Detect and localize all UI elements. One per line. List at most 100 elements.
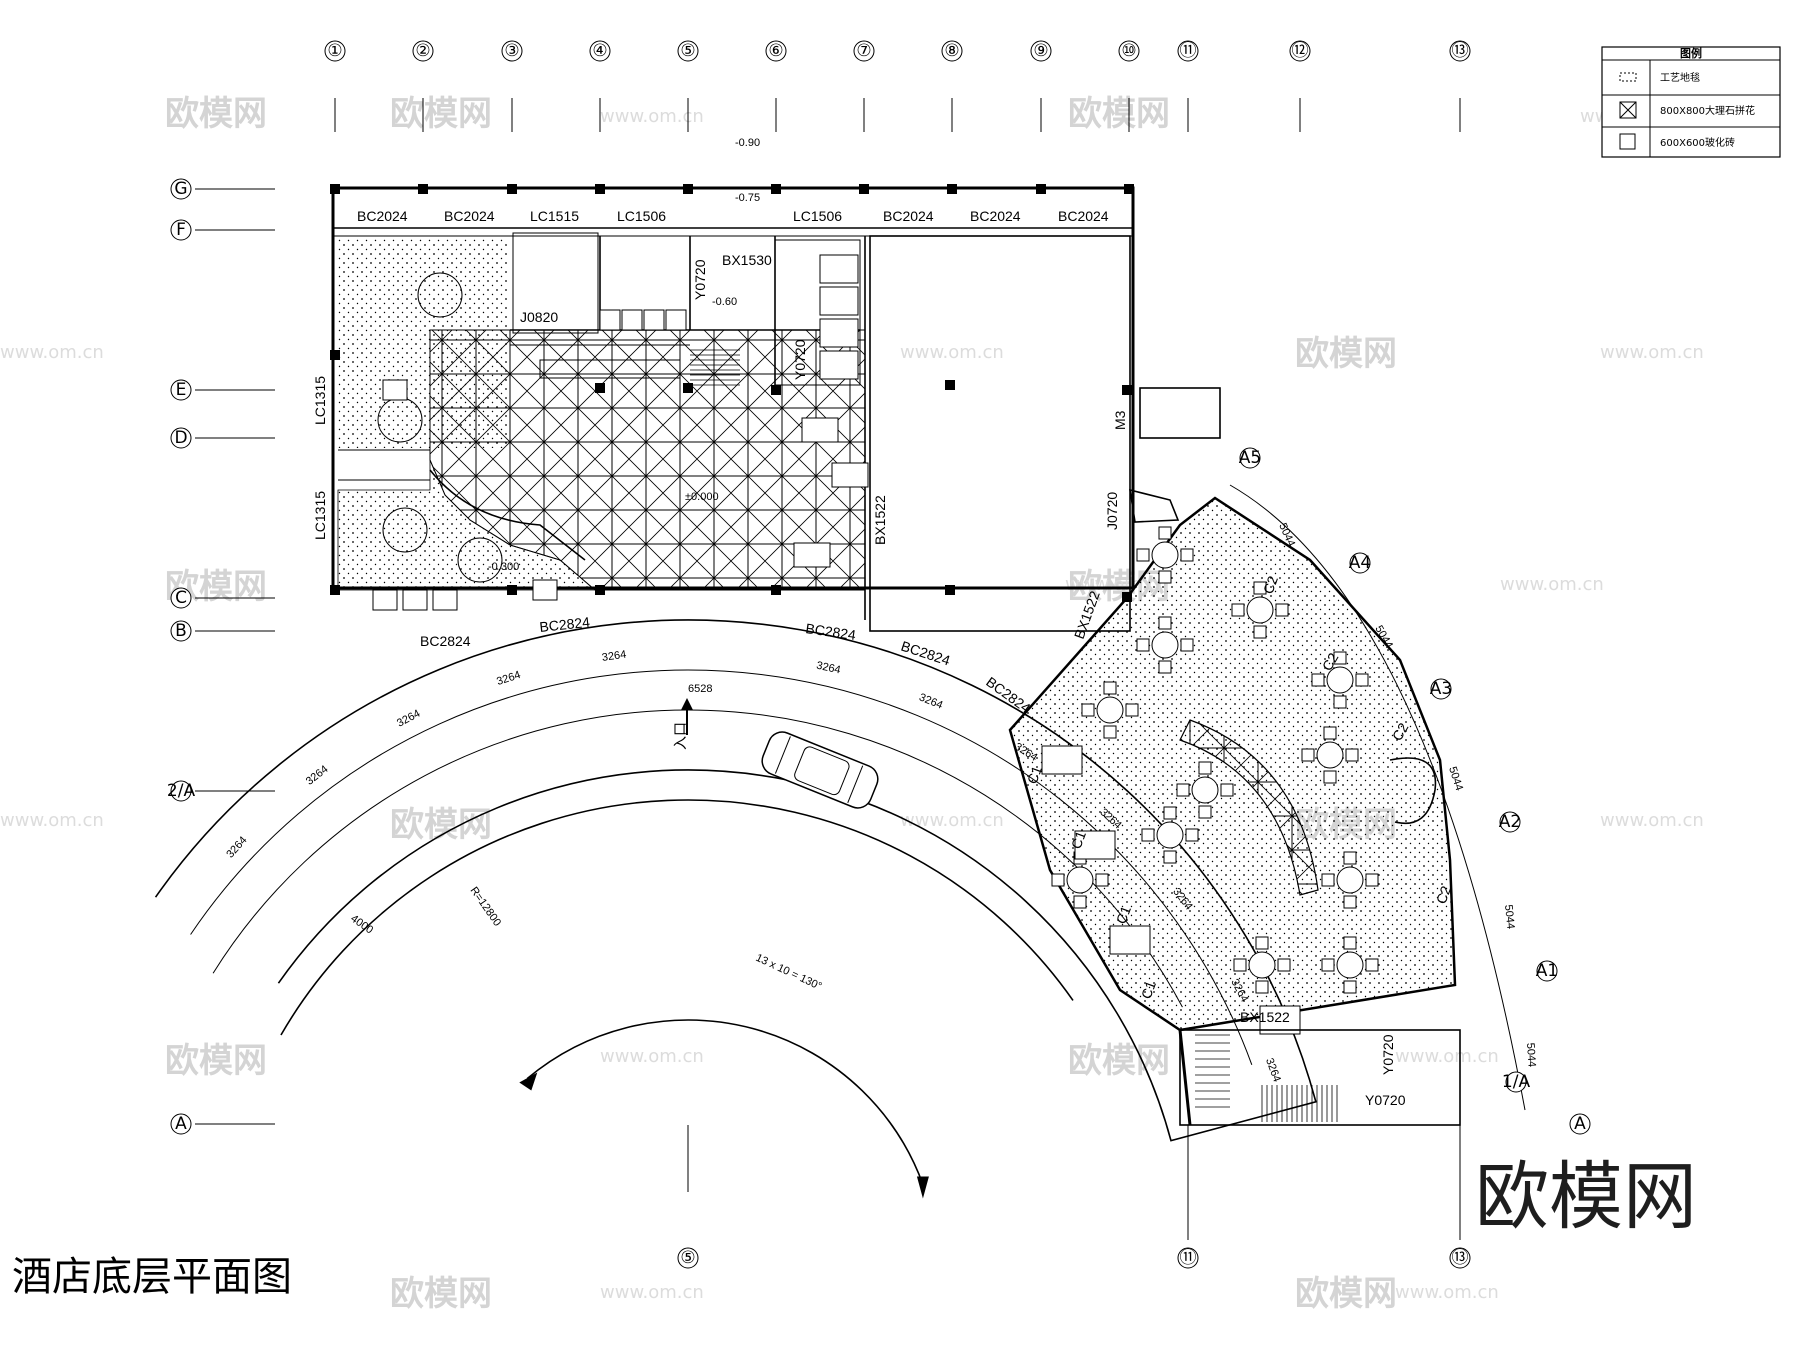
watermark-url: www.om.cn (600, 106, 704, 127)
window-label: LC1506 (793, 208, 842, 224)
grid-label-column: ⑦ (856, 41, 871, 61)
grid-label-column: ⑥ (768, 41, 783, 61)
chair-icon (1163, 806, 1177, 820)
watermark-brand: 欧模网 (1068, 1041, 1170, 1081)
chair-icon (372, 589, 398, 611)
column-block (330, 184, 340, 194)
entrance-label: 入口 (672, 722, 688, 750)
column-block (945, 585, 955, 595)
round-table-icon (1336, 866, 1364, 894)
grid-label-column: ② (415, 41, 430, 61)
grid-label-column-bottom: ⑪ (1180, 1248, 1197, 1268)
chair-icon (1323, 770, 1337, 784)
crossed-square-icon (1619, 101, 1637, 119)
grid-bubble (853, 40, 875, 62)
window-label: BC2824 (899, 638, 952, 669)
grid-label-column: ⑧ (944, 41, 959, 61)
chair-icon (402, 589, 428, 611)
watermark-url: www.om.cn (1600, 810, 1704, 831)
chair-icon (1365, 873, 1379, 887)
banquet-zone-label: C2 (1433, 884, 1454, 906)
watermark-url: www.om.cn (1500, 574, 1604, 595)
lounge-furniture (372, 272, 869, 611)
window-label: BC2024 (883, 208, 934, 224)
sofa-icon (1074, 830, 1116, 860)
watermark-brand: 欧模网 (390, 805, 492, 845)
door-label: J0720 (1104, 492, 1120, 530)
grid-bubble (1177, 1247, 1199, 1269)
brand-watermark: 欧模网 (1475, 1154, 1697, 1240)
chair-icon (1343, 980, 1357, 994)
arc-dimension: 3264 (495, 669, 522, 688)
entrance-arrow-icon (681, 698, 693, 735)
round-table-icon (457, 537, 503, 583)
chair-icon (1253, 581, 1267, 595)
banquet-zone-label: C2 (1389, 720, 1412, 744)
grid-label-row: E (176, 380, 187, 400)
column-block (683, 383, 693, 393)
window-label: LC1315 (312, 491, 328, 540)
toilet-stall (819, 254, 859, 284)
level-marker: -0.90 (735, 137, 760, 149)
column-block (595, 184, 605, 194)
column-block (771, 385, 781, 395)
chair-icon (1301, 748, 1315, 762)
grid-label-column: ⑨ (1033, 41, 1048, 61)
grid-label-column: ⑫ (1292, 41, 1309, 61)
chair-icon (1125, 703, 1139, 717)
grid-label-row: C (175, 588, 187, 608)
window-label: LC1506 (617, 208, 666, 224)
column-block (1122, 385, 1132, 395)
grid-label-row: D (174, 428, 187, 448)
chair-icon (1198, 805, 1212, 819)
watermark-brand: 欧模网 (1295, 334, 1397, 374)
grid-bubble (170, 1113, 192, 1135)
legend-label-marble: 800X800大理石拼花 (1660, 104, 1755, 117)
square-icon (1619, 133, 1636, 150)
grid-bubble (170, 219, 192, 241)
column-block (507, 184, 517, 194)
grid-bubble (1030, 40, 1052, 62)
door-label: M3 (1112, 410, 1128, 430)
drive-width-dimension: 4000 (348, 913, 375, 937)
arc-axis-bubble (1430, 678, 1452, 700)
watermark-brand: 欧模网 (390, 94, 492, 134)
chair-icon (1095, 873, 1109, 887)
door-label: Y0720 (692, 259, 708, 300)
grid-label-column-bottom: ⑬ (1452, 1248, 1469, 1268)
chair-icon (1141, 828, 1155, 842)
chair-icon (1220, 783, 1234, 797)
chair-icon (1253, 625, 1267, 639)
chair-icon (1311, 673, 1325, 687)
wing-dimension: 5044 (1524, 1042, 1538, 1067)
chair-icon (1355, 673, 1369, 687)
door-label: BX1522 (872, 495, 888, 545)
wing-dimension: 5044 (1446, 765, 1465, 792)
grid-label-column: ③ (504, 41, 519, 61)
chair-icon (1136, 548, 1150, 562)
chair-icon (1158, 660, 1172, 674)
sofa-icon (793, 542, 831, 568)
chair-icon (1333, 695, 1347, 709)
watermark-brand: 欧模网 (165, 1041, 267, 1081)
chair-icon (1255, 936, 1269, 950)
grid-bubble (1118, 40, 1140, 62)
arc-axis-bubble (1505, 1071, 1527, 1093)
column-block (595, 383, 605, 393)
arc-axis-label: A3 (1430, 679, 1452, 699)
banquet-zone-label: C2 (1319, 650, 1342, 674)
round-table-icon (1151, 541, 1179, 569)
window-label: BC2024 (1058, 208, 1109, 224)
chair-icon (1255, 980, 1269, 994)
sofa-icon (801, 417, 839, 443)
banquet-zone-label: C1 (1138, 979, 1159, 1001)
watermark-url: www.om.cn (1395, 1046, 1499, 1067)
door-label: Y0720 (1365, 1092, 1406, 1108)
window-label: BC2824 (539, 614, 591, 635)
round-table-icon (1066, 866, 1094, 894)
grid-label-row: F (176, 220, 186, 240)
arc-axis-bubble (1569, 1113, 1591, 1135)
column-block (859, 184, 869, 194)
arc-dimension: 3264 (815, 660, 841, 677)
column-block (683, 184, 693, 194)
